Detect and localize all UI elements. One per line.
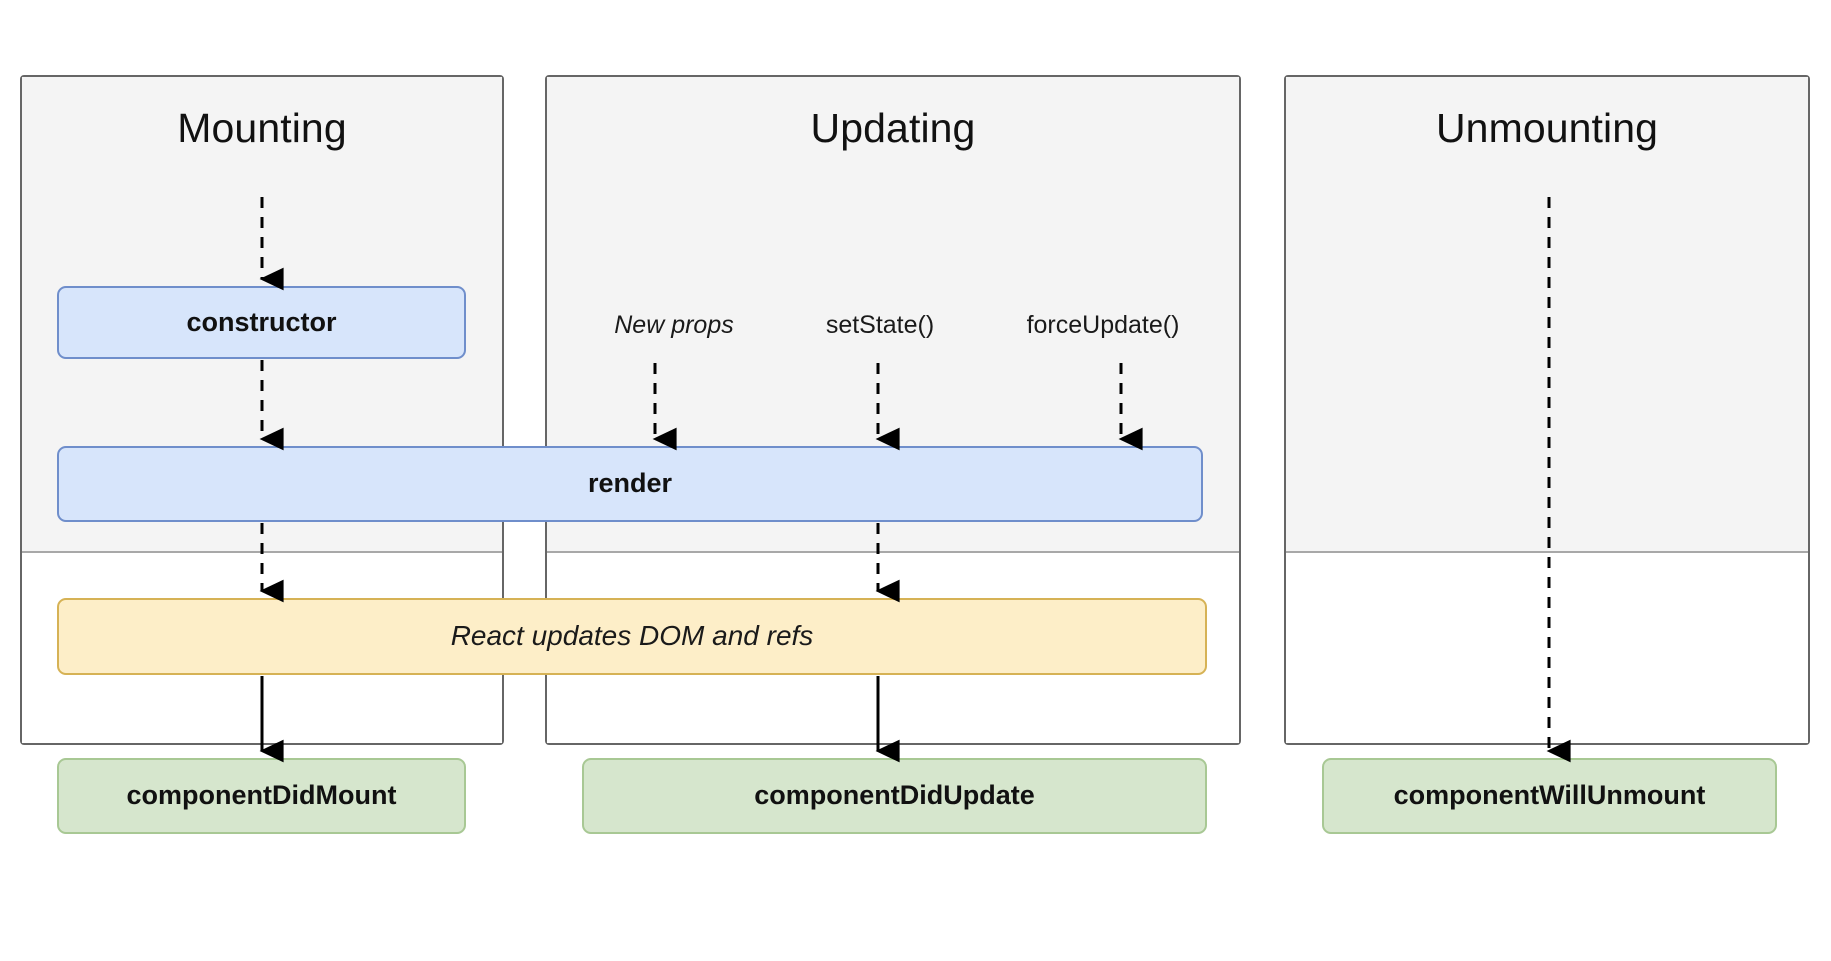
column-updating-title: Updating <box>810 105 976 151</box>
column-unmounting-render-region <box>1286 77 1808 557</box>
column-unmounting-title: Unmounting <box>1435 105 1659 151</box>
trigger-label-new-props: New props <box>614 311 734 339</box>
trigger-label-force-update: forceUpdate() <box>1026 311 1180 339</box>
node-component-did-mount[interactable]: componentDidMount <box>57 758 466 834</box>
column-mounting-title: Mounting <box>177 105 347 151</box>
column-unmounting-commit-region <box>1286 551 1808 743</box>
node-render[interactable]: render <box>57 446 1203 522</box>
trigger-label-set-state: setState() <box>825 311 935 339</box>
node-component-did-update[interactable]: componentDidUpdate <box>582 758 1207 834</box>
column-unmounting: Unmounting <box>1284 75 1810 745</box>
node-react-updates-dom-and-refs[interactable]: React updates DOM and refs <box>57 598 1207 675</box>
node-component-will-unmount[interactable]: componentWillUnmount <box>1322 758 1777 834</box>
node-constructor[interactable]: constructor <box>57 286 466 359</box>
